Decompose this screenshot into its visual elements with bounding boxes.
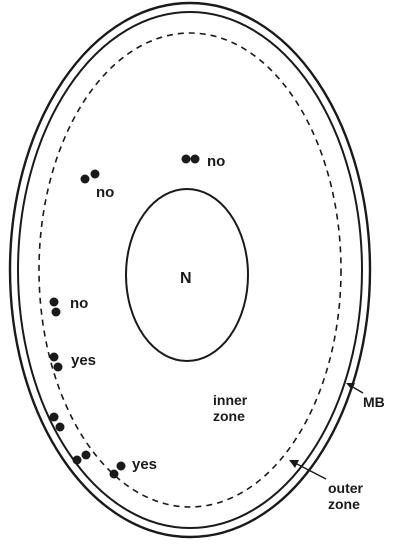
label-nucleus: N [180,270,192,287]
dot-pair-bottom-left [73,451,91,465]
dot-pair-left-lower [50,353,63,372]
dot-pair-mid-left [50,298,61,317]
dot-pair-upper-left [81,170,100,184]
label-pair-upper-left: no [96,184,114,201]
label-pair-top-center: no [207,153,225,170]
outer-zone-arrow-line [295,463,326,479]
label-inner-zone-line2: zone [213,408,245,424]
label-pair-mid-left: no [70,295,88,312]
label-membrane: MB [363,394,385,410]
dot-pair-top-center [182,155,200,164]
dot-pair-bottom [110,462,126,479]
label-outer-zone-line2: zone [328,496,360,512]
label-outer-zone-line1: outer [328,480,364,496]
label-pair-left-lower: yes [71,352,96,369]
label-pair-bottom: yes [132,456,157,473]
label-inner-zone-line1: inner [213,392,248,408]
